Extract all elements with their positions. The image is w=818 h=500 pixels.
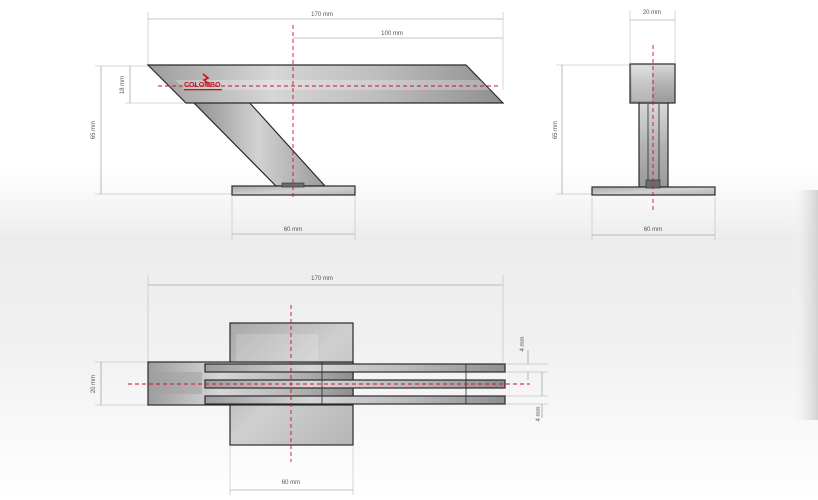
dim-label-front-height: 65 mm <box>91 121 97 139</box>
front-view: 170 mm 100 mm 65 mm 18 mm 60 mm COLOMBO <box>91 12 505 240</box>
dim-label-front-top: 100 mm <box>381 31 403 37</box>
dim-label-top-slot-lower: 4 mm <box>536 406 542 421</box>
logo-text: COLOMBO <box>184 82 221 89</box>
side-top-block <box>629 63 676 104</box>
dim-label-top-bar: 20 mm <box>91 375 97 393</box>
side-leg <box>638 102 669 188</box>
top-rail-lower <box>204 395 506 405</box>
side-view: 20 mm 65 mm 60 mm <box>553 10 716 240</box>
base-plate <box>231 185 356 196</box>
top-bar-shade <box>154 372 202 394</box>
page-corner-patch <box>632 492 818 500</box>
page-edge-shadow <box>790 190 818 420</box>
logo-mark-icon <box>202 73 210 85</box>
top-view: 170 mm 20 mm 4 mm 4 mm 60 mm <box>91 275 548 495</box>
dim-label-side-height: 65 mm <box>553 121 559 139</box>
side-top-highlight <box>632 66 652 101</box>
dim-label-top-base: 60 mm <box>282 480 300 486</box>
top-bar-highlight <box>175 80 490 90</box>
diagonal-leg <box>190 100 327 187</box>
dim-label-front-thickness: 18 mm <box>120 76 126 94</box>
top-rail-upper <box>204 363 506 373</box>
colombo-logo: COLOMBO <box>184 73 222 91</box>
dim-label-side-top: 20 mm <box>643 10 661 16</box>
dim-label-front-base: 60 mm <box>284 227 302 233</box>
dim-label-side-base: 60 mm <box>644 227 662 233</box>
top-bar <box>146 64 505 104</box>
dim-label-front-total: 170 mm <box>311 12 333 18</box>
top-base-highlight <box>236 334 318 366</box>
dim-label-top-slot-upper: 4 mm <box>520 336 526 351</box>
dim-label-top-total: 170 mm <box>311 276 333 282</box>
logo-underline <box>184 89 222 91</box>
